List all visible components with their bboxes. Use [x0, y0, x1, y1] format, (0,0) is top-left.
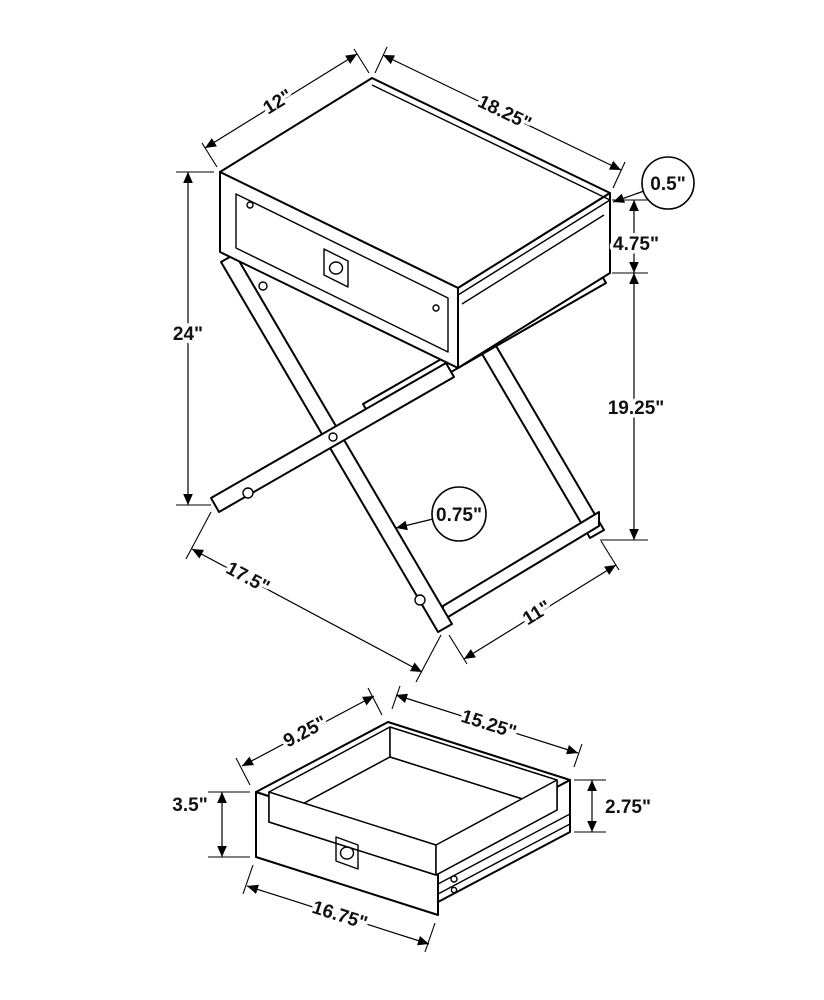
handle-plate-icon — [335, 836, 359, 870]
dim-label-leg-height: 19.25" — [608, 398, 665, 419]
dim-cabinet-height: 4.75" — [610, 199, 663, 274]
callout-top-thickness: 0.5" — [612, 156, 695, 210]
dim-label-drawer-front-height: 3.5" — [172, 795, 207, 816]
dim-label-leg-thickness: 0.75" — [436, 505, 482, 526]
dim-label-top-thickness: 0.5" — [650, 174, 685, 195]
dim-label-top-depth: 12" — [260, 85, 297, 119]
dim-label-drawer-outer-width: 16.75" — [310, 897, 370, 934]
dim-label-cabinet-height: 4.75" — [613, 234, 659, 255]
callout-leg-thickness: 0.75" — [395, 486, 487, 542]
table-cabinet-box — [219, 77, 611, 369]
screw-icon — [450, 875, 458, 883]
dim-drawer-side-height: 2.75" — [574, 779, 655, 833]
callout-balloon — [641, 156, 695, 210]
drawer-inner-side-wall — [435, 779, 558, 876]
drawer-slide-rail — [437, 823, 571, 895]
cross-bolt-icon — [328, 432, 338, 442]
cabinet-side-face — [457, 192, 611, 369]
screw-icon — [432, 304, 440, 312]
dim-base-depth: 17.5" — [185, 511, 442, 683]
screw-icon — [414, 594, 426, 606]
dim-label-drawer-inner-width: 15.25" — [459, 706, 519, 743]
drawer-box — [255, 721, 571, 916]
dim-label-top-width: 18.25" — [474, 91, 534, 135]
table-view: 12" 18.25" 0.5" 4.75" 24" — [169, 46, 695, 683]
callout-balloon — [431, 486, 487, 542]
dim-label-base-depth: 17.5" — [222, 558, 272, 598]
dim-label-drawer-side-height: 2.75" — [605, 797, 651, 818]
handle-plate-icon — [323, 248, 349, 288]
dim-leg-height: 19.25" — [600, 273, 668, 541]
dim-label-drawer-inner-depth: 9.25" — [280, 712, 330, 752]
drawer-slide-rail — [437, 813, 571, 885]
ring-pull-icon — [328, 261, 344, 275]
screw-icon — [450, 886, 458, 894]
dim-overall-height: 24" — [169, 171, 214, 506]
drawer-front-panel — [235, 193, 449, 353]
side-seam-line — [461, 214, 605, 305]
ring-pull-icon — [339, 846, 355, 860]
drawer-view: 9.25" 15.25" 3.5" 2.75" 16.7 — [169, 685, 655, 953]
screw-icon — [246, 201, 254, 209]
screw-icon — [242, 487, 254, 499]
dim-drawer-front-height: 3.5" — [169, 791, 250, 858]
dim-label-overall-height: 24" — [173, 324, 203, 345]
dim-label-base-width: 11" — [519, 597, 555, 630]
screw-icon — [258, 281, 268, 291]
